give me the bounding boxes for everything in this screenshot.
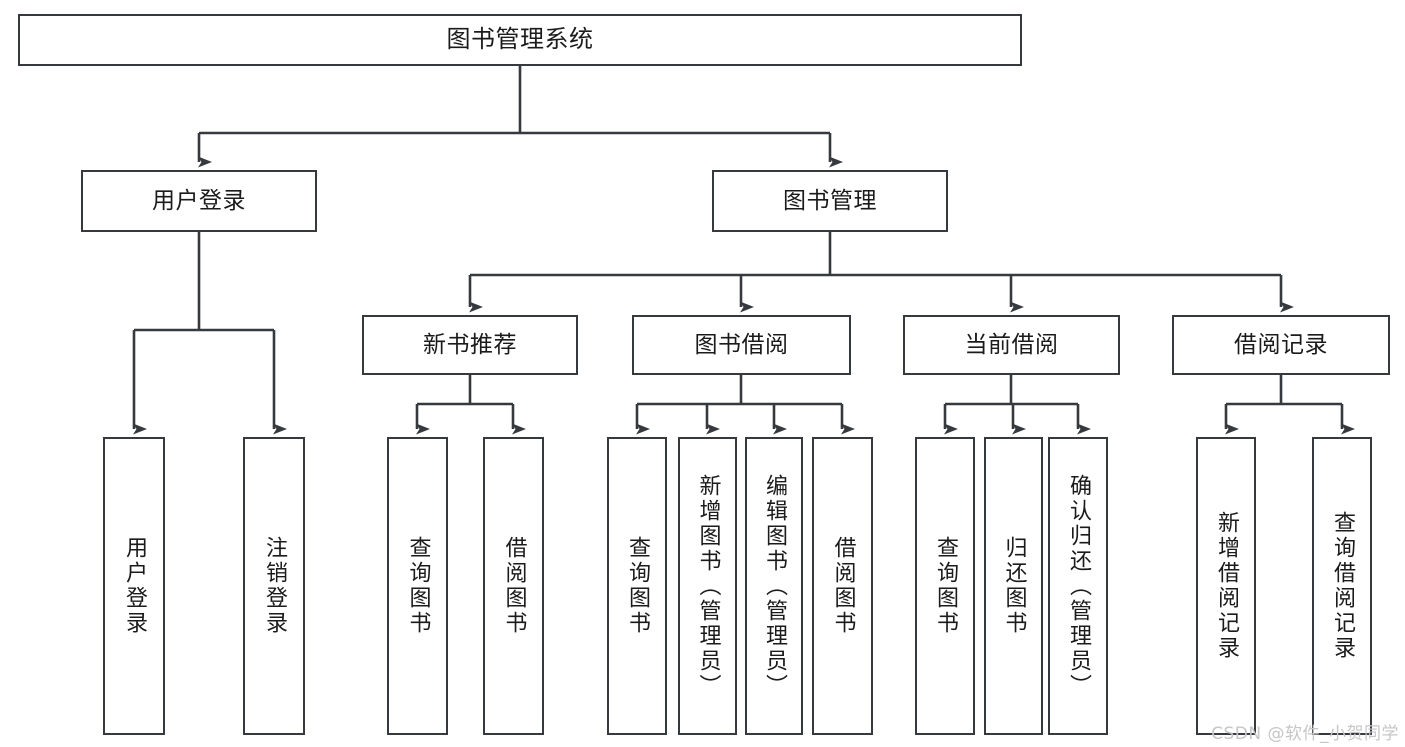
node-book-manage[interactable]: 图书管理 (712, 170, 948, 232)
leaf-query-book-recommend[interactable]: 查询图书 (387, 437, 448, 735)
node-label: 图书管理系统 (446, 25, 594, 54)
leaf-logout-login[interactable]: 注销登录 (243, 437, 305, 735)
node-label: 新增借阅记录 (1214, 511, 1239, 661)
leaf-borrow-book-recommend[interactable]: 借阅图书 (483, 437, 544, 735)
node-book-borrow[interactable]: 图书借阅 (632, 315, 851, 375)
node-label: 图书借阅 (694, 331, 789, 358)
node-label: 编辑图书（管理员） (762, 473, 787, 699)
node-borrow-record[interactable]: 借阅记录 (1172, 315, 1390, 375)
node-label: 借阅图书 (501, 536, 527, 636)
node-label: 查询借阅记录 (1330, 511, 1355, 661)
node-label: 用户登录 (122, 536, 147, 636)
node-label: 借阅记录 (1234, 331, 1328, 358)
node-label: 归还图书 (1001, 536, 1027, 636)
watermark-text: CSDN @软件_小贺同学 (1211, 724, 1399, 744)
leaf-query-borrow-record[interactable]: 查询借阅记录 (1312, 437, 1372, 735)
leaf-query-book-current[interactable]: 查询图书 (915, 437, 975, 735)
leaf-confirm-return[interactable]: 确认归还（管理员） (1048, 437, 1108, 735)
node-label: 新增图书（管理员） (695, 473, 721, 699)
node-label: 查询图书 (933, 536, 958, 636)
node-new-book-recommend[interactable]: 新书推荐 (362, 315, 578, 375)
node-label: 确认归还（管理员） (1066, 473, 1091, 699)
leaf-borrow-book[interactable]: 借阅图书 (812, 437, 873, 735)
node-root-system[interactable]: 图书管理系统 (18, 14, 1022, 66)
leaf-return-book[interactable]: 归还图书 (984, 437, 1043, 735)
leaf-edit-book[interactable]: 编辑图书（管理员） (745, 437, 803, 735)
node-label: 新书推荐 (423, 331, 517, 358)
leaf-add-book[interactable]: 新增图书（管理员） (678, 437, 737, 735)
node-label: 当前借阅 (964, 331, 1059, 358)
leaf-query-book-borrow[interactable]: 查询图书 (607, 437, 667, 735)
node-label: 图书管理 (783, 187, 877, 214)
node-label: 借阅图书 (830, 536, 856, 636)
leaf-add-borrow-record[interactable]: 新增借阅记录 (1196, 437, 1256, 735)
node-label: 查询图书 (625, 536, 650, 636)
node-label: 注销登录 (262, 536, 287, 636)
node-label: 用户登录 (152, 187, 246, 214)
node-current-borrow[interactable]: 当前借阅 (903, 315, 1120, 375)
node-label: 查询图书 (405, 536, 431, 636)
leaf-user-login[interactable]: 用户登录 (103, 437, 165, 735)
node-user-login[interactable]: 用户登录 (81, 170, 317, 232)
